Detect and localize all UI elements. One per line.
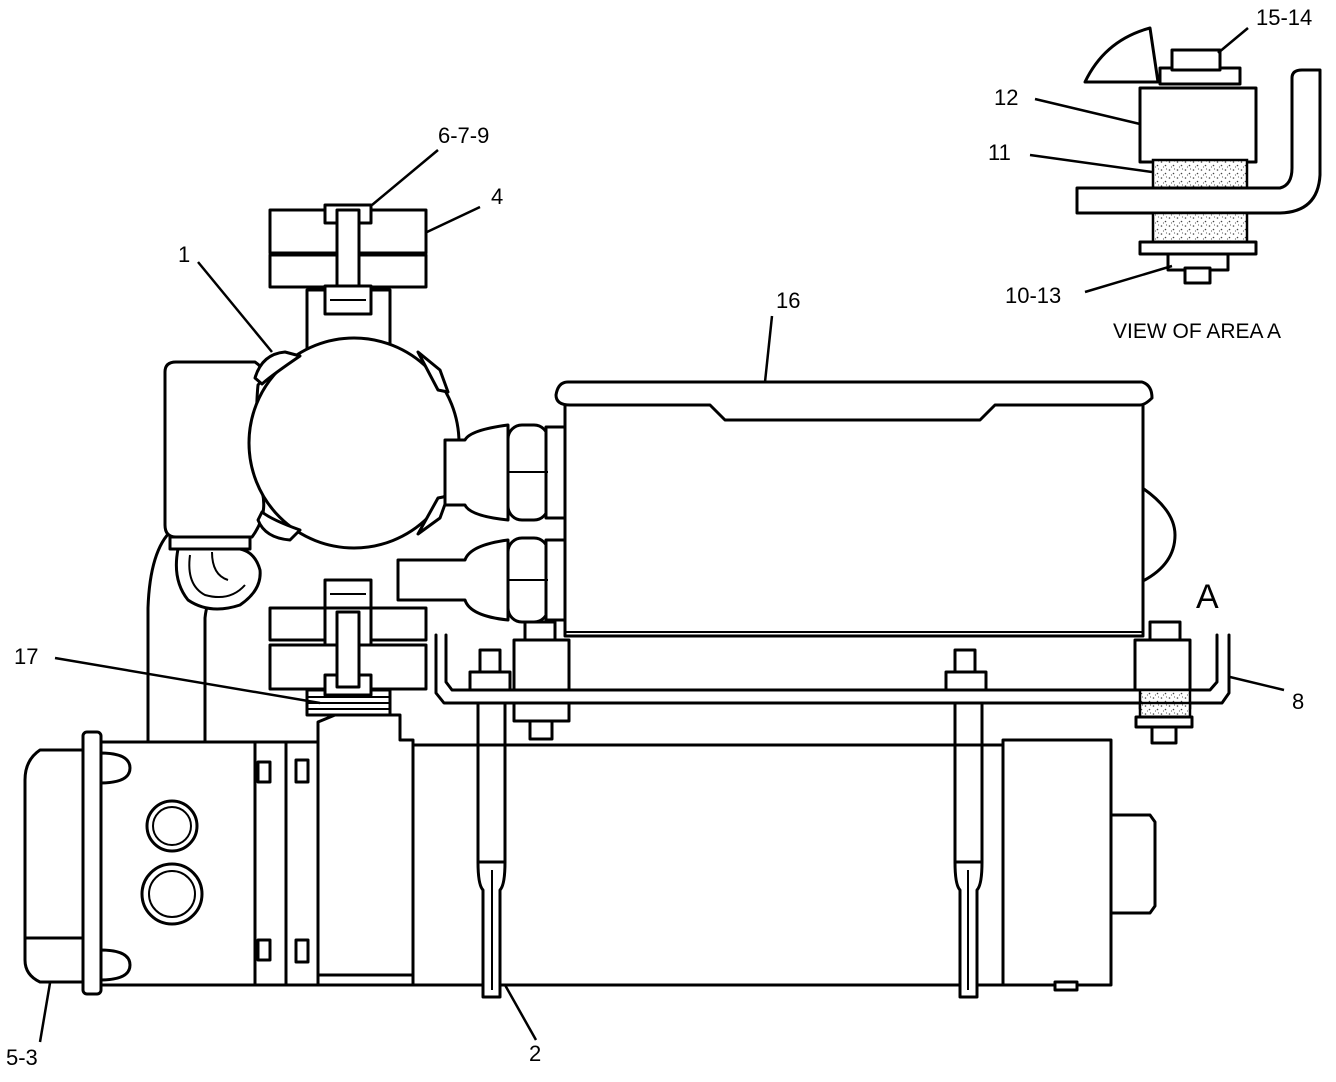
leader-lines [38, 27, 1285, 1043]
flange-plate [253, 740, 320, 987]
mounting-bracket [434, 620, 1231, 745]
callout-5-3: 5-3 [6, 1045, 38, 1070]
lower-coupling-stack [268, 578, 428, 717]
reservoir-tank [554, 380, 1177, 638]
detail-caption: VIEW OF AREA A [1113, 320, 1281, 343]
callout-11: 11 [988, 140, 1011, 165]
callout-4: 4 [491, 184, 503, 209]
left-end-cap [23, 730, 103, 996]
callout-16: 16 [776, 288, 800, 313]
callout-15-14: 15-14 [1256, 5, 1312, 30]
lower-fitting [396, 536, 568, 624]
main-cylinder [406, 743, 1015, 987]
upper-fitting [443, 423, 568, 522]
callout-2: 2 [529, 1041, 541, 1066]
upper-coupling-stack [268, 203, 428, 352]
right-end-cap [1001, 738, 1157, 992]
gear-housing [93, 740, 257, 987]
callout-17: 17 [14, 644, 38, 669]
callout-1: 1 [178, 242, 190, 267]
strap-left [476, 701, 507, 999]
area-marker-a: A [1196, 578, 1219, 616]
callout-10-13: 10-13 [1005, 283, 1061, 308]
detail-view-area-a [1075, 26, 1322, 285]
callout-6-7-9: 6-7-9 [438, 123, 489, 148]
valve-body [163, 336, 461, 611]
callout-12: 12 [994, 85, 1018, 110]
center-mount-block [316, 713, 415, 987]
callout-8: 8 [1292, 689, 1304, 714]
strap-right [953, 701, 984, 999]
